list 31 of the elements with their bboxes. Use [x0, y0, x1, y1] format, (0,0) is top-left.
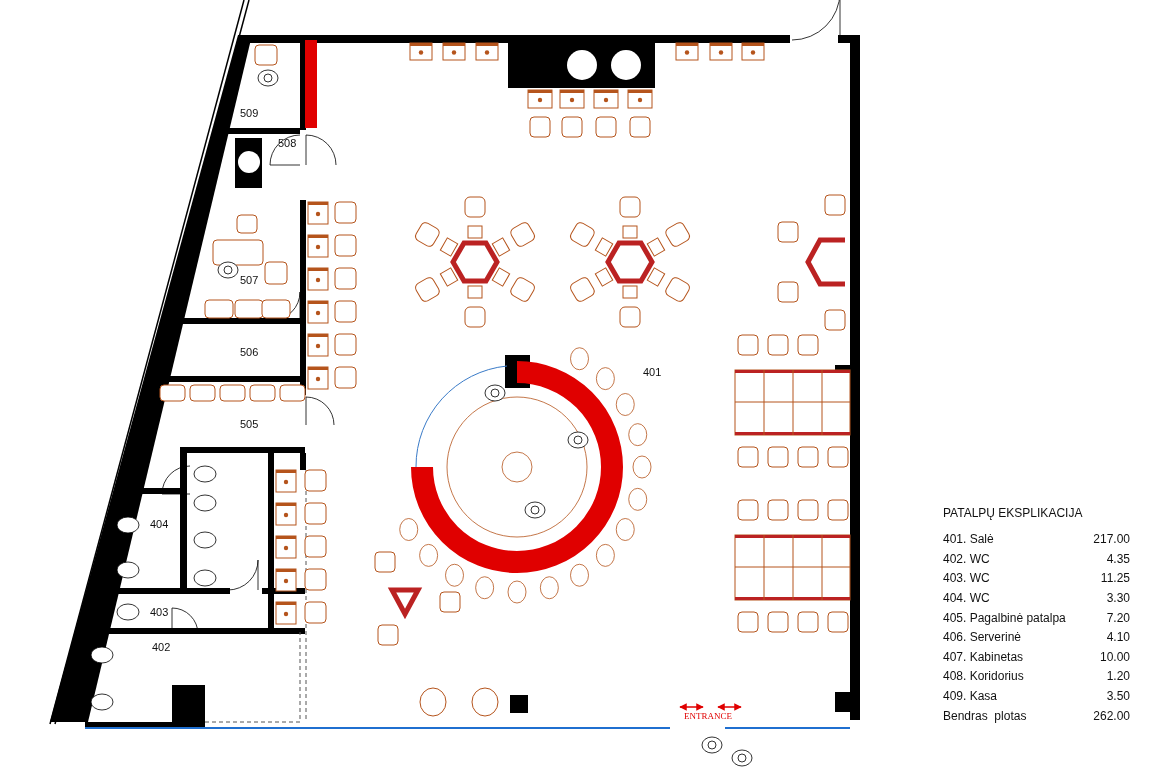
area-value-cell: 7.20 [1106, 612, 1130, 624]
area-value-cell: 3.30 [1106, 592, 1130, 604]
room-name-cell: 401. Salė [943, 533, 994, 545]
area-value-cell: 4.35 [1106, 553, 1130, 565]
total-area-label: Bendras plotas [943, 710, 1027, 722]
room-number: 508 [278, 138, 297, 149]
room-number: 505 [240, 419, 259, 430]
room-number: 506 [240, 347, 259, 358]
room-number: 402 [152, 642, 171, 653]
room-number: 509 [240, 108, 259, 119]
area-value-cell: 11.25 [1100, 572, 1130, 584]
area-value-cell: 217.00 [1093, 533, 1130, 545]
room-name-cell: 405. Pagalbinė patalpa [943, 612, 1066, 624]
entrance-label: ENTRANCE [684, 712, 732, 721]
room-name-cell: 402. WC [943, 553, 990, 565]
area-value-cell: 3.50 [1106, 690, 1130, 702]
room-name-cell: 404. WC [943, 592, 990, 604]
room-name-cell: 409. Kasa [943, 690, 998, 702]
room-number: 507 [240, 275, 259, 286]
room-name-cell: 403. WC [943, 572, 990, 584]
area-value-cell: 4.10 [1106, 631, 1130, 643]
table-title: PATALPŲ EKSPLIKACIJA [943, 507, 1083, 519]
room-number: 404 [150, 519, 169, 530]
room-name-cell: 407. Kabinetas [943, 651, 1024, 663]
area-value-cell: 1.20 [1106, 670, 1130, 682]
room-name-cell: 408. Koridorius [943, 670, 1024, 682]
room-number: 401 [643, 367, 662, 378]
room-name-cell: 406. Serverinė [943, 631, 1022, 643]
room-number: 403 [150, 607, 169, 618]
total-area-value: 262.00 [1093, 710, 1130, 722]
area-value-cell: 10.00 [1099, 651, 1130, 663]
